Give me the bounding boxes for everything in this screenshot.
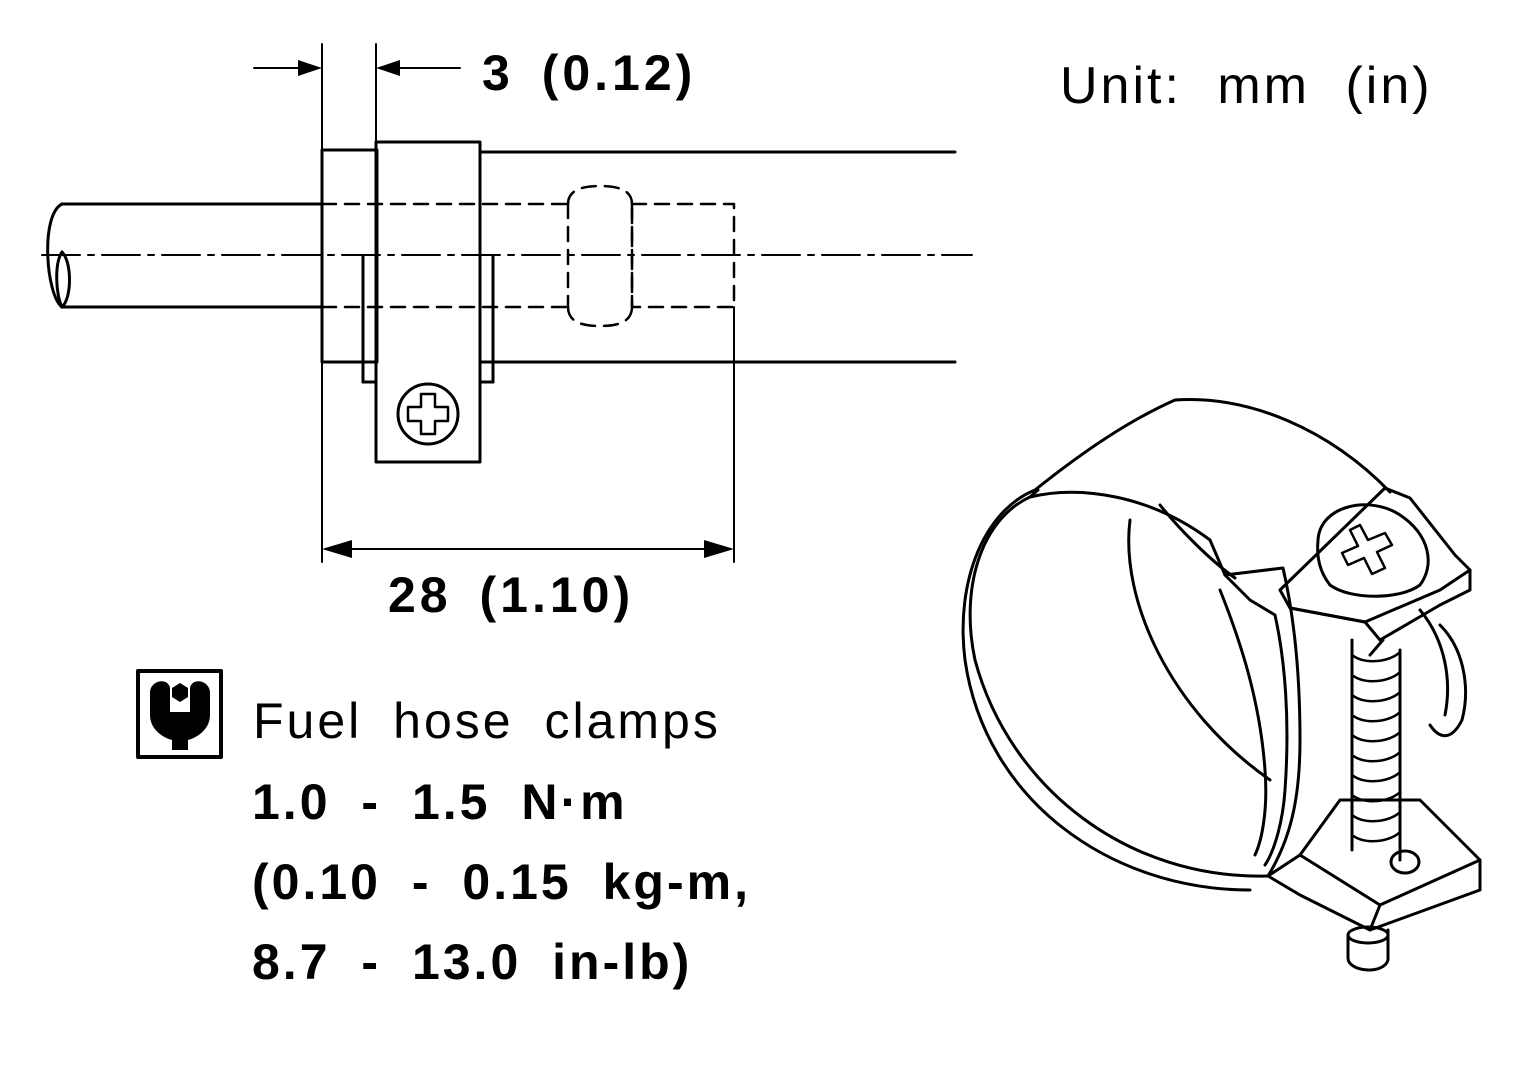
length-dimension-label: 28 (1.10) — [388, 567, 635, 623]
torque-spec-line3: 8.7 - 13.0 in-lb) — [252, 934, 693, 990]
hose-clamp-isometric — [961, 398, 1482, 972]
gap-dimension — [253, 43, 461, 151]
length-dimension — [321, 306, 735, 563]
torque-wrench-icon — [136, 669, 223, 759]
torque-spec-line1: 1.0 - 1.5 N·m — [252, 774, 628, 830]
gap-dimension-label: 3 (0.12) — [482, 45, 697, 101]
torque-spec-line2: (0.10 - 0.15 kg-m, — [252, 854, 751, 910]
unit-label: Unit: mm (in) — [1060, 57, 1433, 115]
hose-clamp-side — [361, 140, 495, 464]
wrench-icon — [150, 681, 210, 750]
torque-spec-title: Fuel hose clamps — [253, 693, 721, 749]
